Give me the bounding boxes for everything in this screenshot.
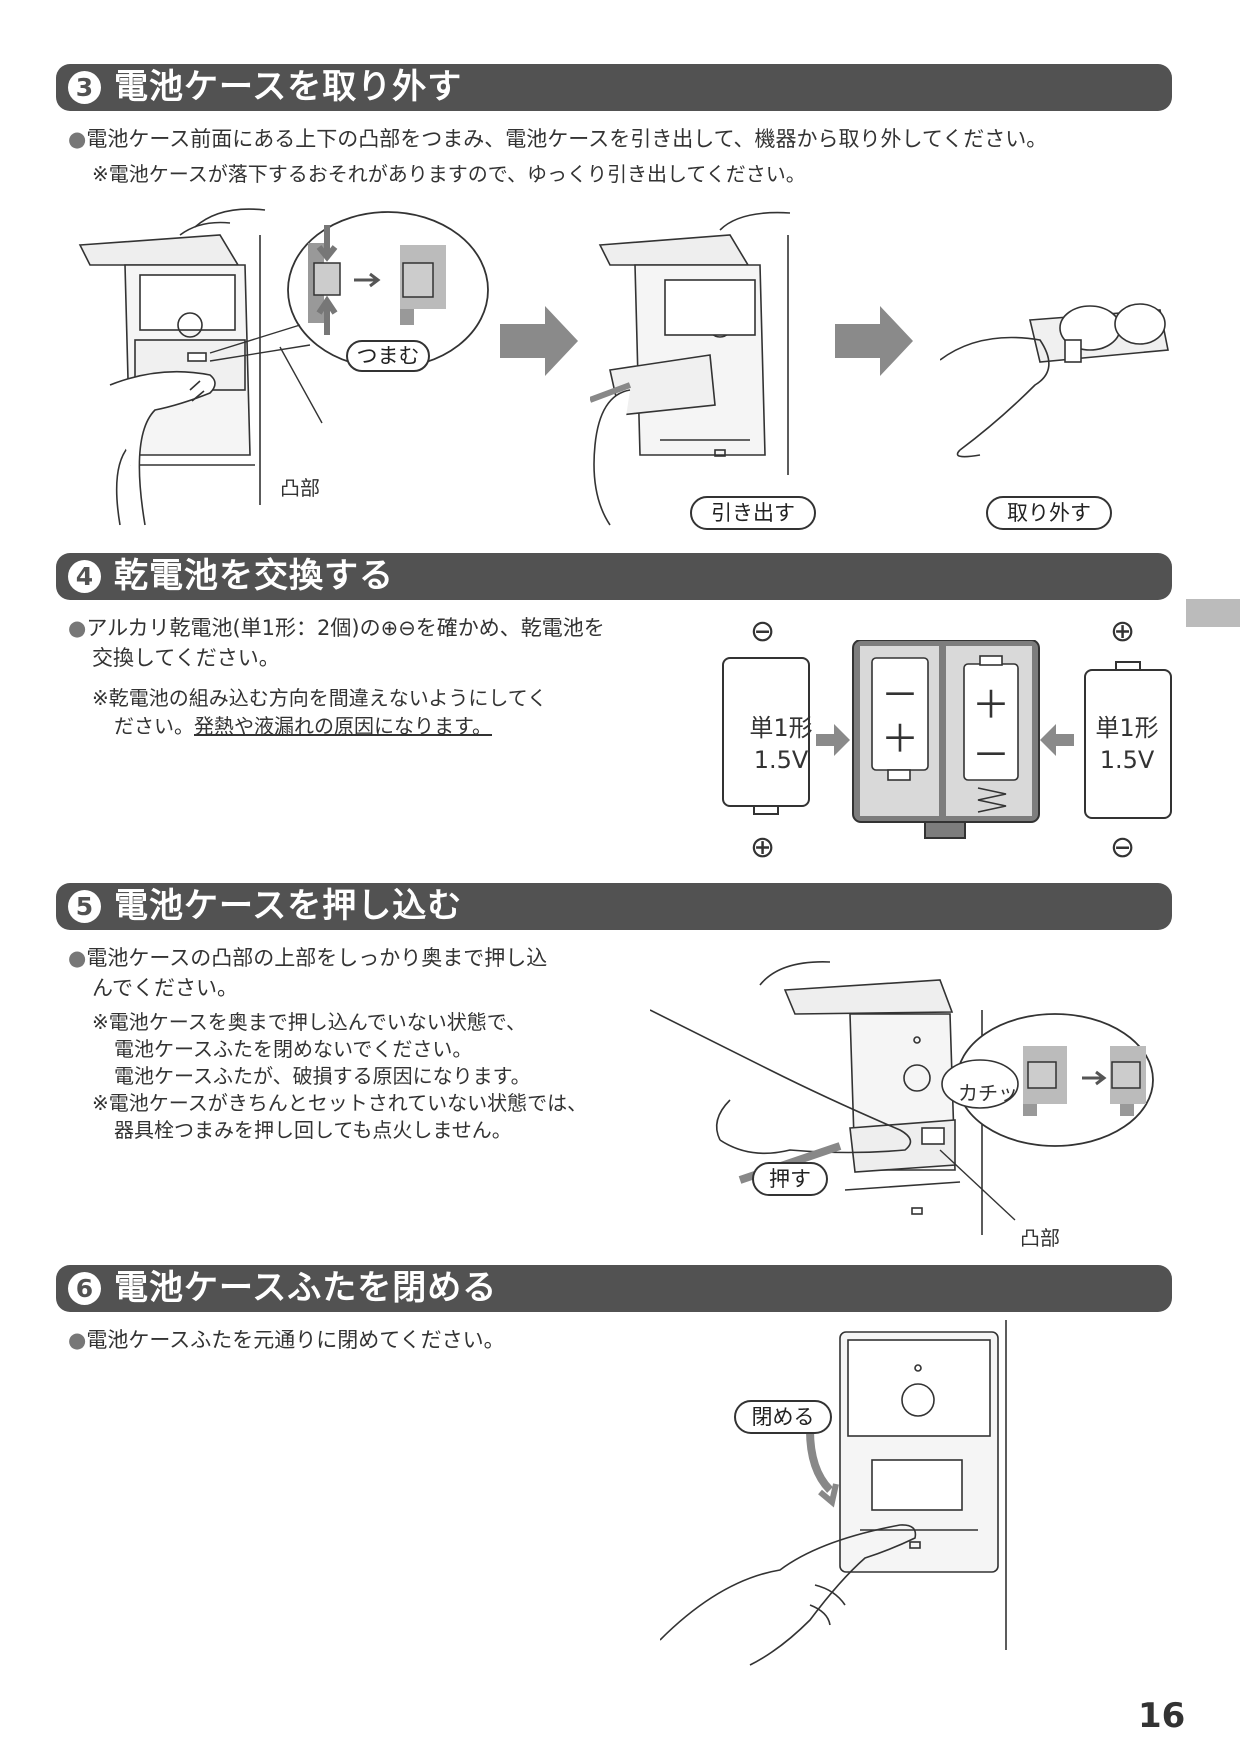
pinch-label: つまむ [346,340,430,372]
step-arrow-icon [500,306,578,376]
section-3-title: 電池ケースを取り外す [114,67,463,107]
close-label: 閉める [734,1400,832,1434]
plus-terminal-icon: ⊕ [1110,614,1136,649]
battery-diagram [722,640,1172,839]
close-lid-illustration [660,1320,1007,1666]
pull-case-illustration [590,211,791,526]
left-battery-type: 単1形 [749,714,813,742]
right-battery-voltage: 1.5V [1099,746,1155,774]
section-5-number: 5 [68,890,101,923]
section-6-number: 6 [68,1272,101,1305]
push-label: 押す [752,1162,828,1196]
bullet-icon: ● [68,616,87,640]
section-4-instruction-cont: 交換してください。 [92,646,280,670]
section-6-title: 電池ケースふたを閉める [114,1268,498,1308]
section-5-note-2: ※電池ケースがきちんとセットされていない状態では、 [92,1091,588,1115]
step-arrow-icon [835,306,913,376]
section-3-header: 3 電池ケースを取り外す [56,64,1172,111]
case-plus-mark: ＋ [880,717,919,761]
click-label: カチッ [958,1081,1018,1105]
section-3-note: ※電池ケースが落下するおそれがありますので、ゆっくり引き出してください。 [92,162,806,186]
minus-terminal-icon: ⊖ [1110,830,1136,865]
plus-terminal-icon: ⊕ [750,830,776,865]
section-6-instruction: ●電池ケースふたを元通りに閉めてください。 [68,1328,505,1352]
section-6-header: 6 電池ケースふたを閉める [56,1265,1172,1312]
section-5-header: 5 電池ケースを押し込む [56,883,1172,930]
bullet-icon: ● [68,1328,87,1352]
section-5-note-1: ※電池ケースを奥まで押し込んでいない状態で、 [92,1010,526,1034]
case-minus-mark: － [971,733,1010,777]
section-5-title: 電池ケースを押し込む [114,886,463,926]
case-minus-mark: － [880,673,919,717]
warning-underlined: 発熱や液漏れの原因になります。 [194,714,492,738]
section-5-instruction: ●電池ケースの凸部の上部をしっかり奥まで押し込 [68,946,548,970]
boss-label: 凸部 [280,476,320,500]
section-4-header: 4 乾電池を交換する [56,553,1172,600]
insert-arrow-icon [1040,724,1074,756]
bullet-icon: ● [68,127,87,151]
section-5-note-2b: 器具栓つまみを押し回しても点火しません。 [114,1118,512,1142]
section-4-note-cont: ださい。発熱や液漏れの原因になります。 [114,714,492,738]
remove-label: 取り外す [986,496,1112,530]
right-battery-type: 単1形 [1095,714,1159,742]
left-battery-voltage: 1.5V [753,746,809,774]
page-number: 16 [1138,1696,1186,1736]
section-3-number: 3 [68,71,101,104]
section-5-instruction-cont: んでください。 [92,976,238,1000]
section-4-number: 4 [68,560,101,593]
section-4-note: ※乾電池の組み込む方向を間違えないようにしてく [92,686,548,710]
pinch-case-illustration [78,208,489,526]
boss-label: 凸部 [1020,1226,1060,1250]
case-plus-mark: ＋ [971,683,1010,727]
removed-case-illustration [940,303,1169,458]
push-case-illustration [650,961,1154,1235]
pull-label: 引き出す [690,496,816,530]
section-3-instruction: ●電池ケース前面にある上下の凸部をつまみ、電池ケースを引き出して、機器から取り外… [68,127,1048,151]
side-tab [1186,599,1240,627]
minus-terminal-icon: ⊖ [750,614,776,649]
section-4-title: 乾電池を交換する [114,556,394,596]
section-4-instruction: ●アルカリ乾電池(単1形：2個)の⊕⊖を確かめ、乾電池を [68,616,605,640]
bullet-icon: ● [68,946,87,970]
section-5-note-1b: 電池ケースふたを閉めないでください。 [114,1037,473,1061]
insert-arrow-icon [816,724,850,756]
section-5-note-1c: 電池ケースふたが、破損する原因になります。 [114,1064,531,1088]
